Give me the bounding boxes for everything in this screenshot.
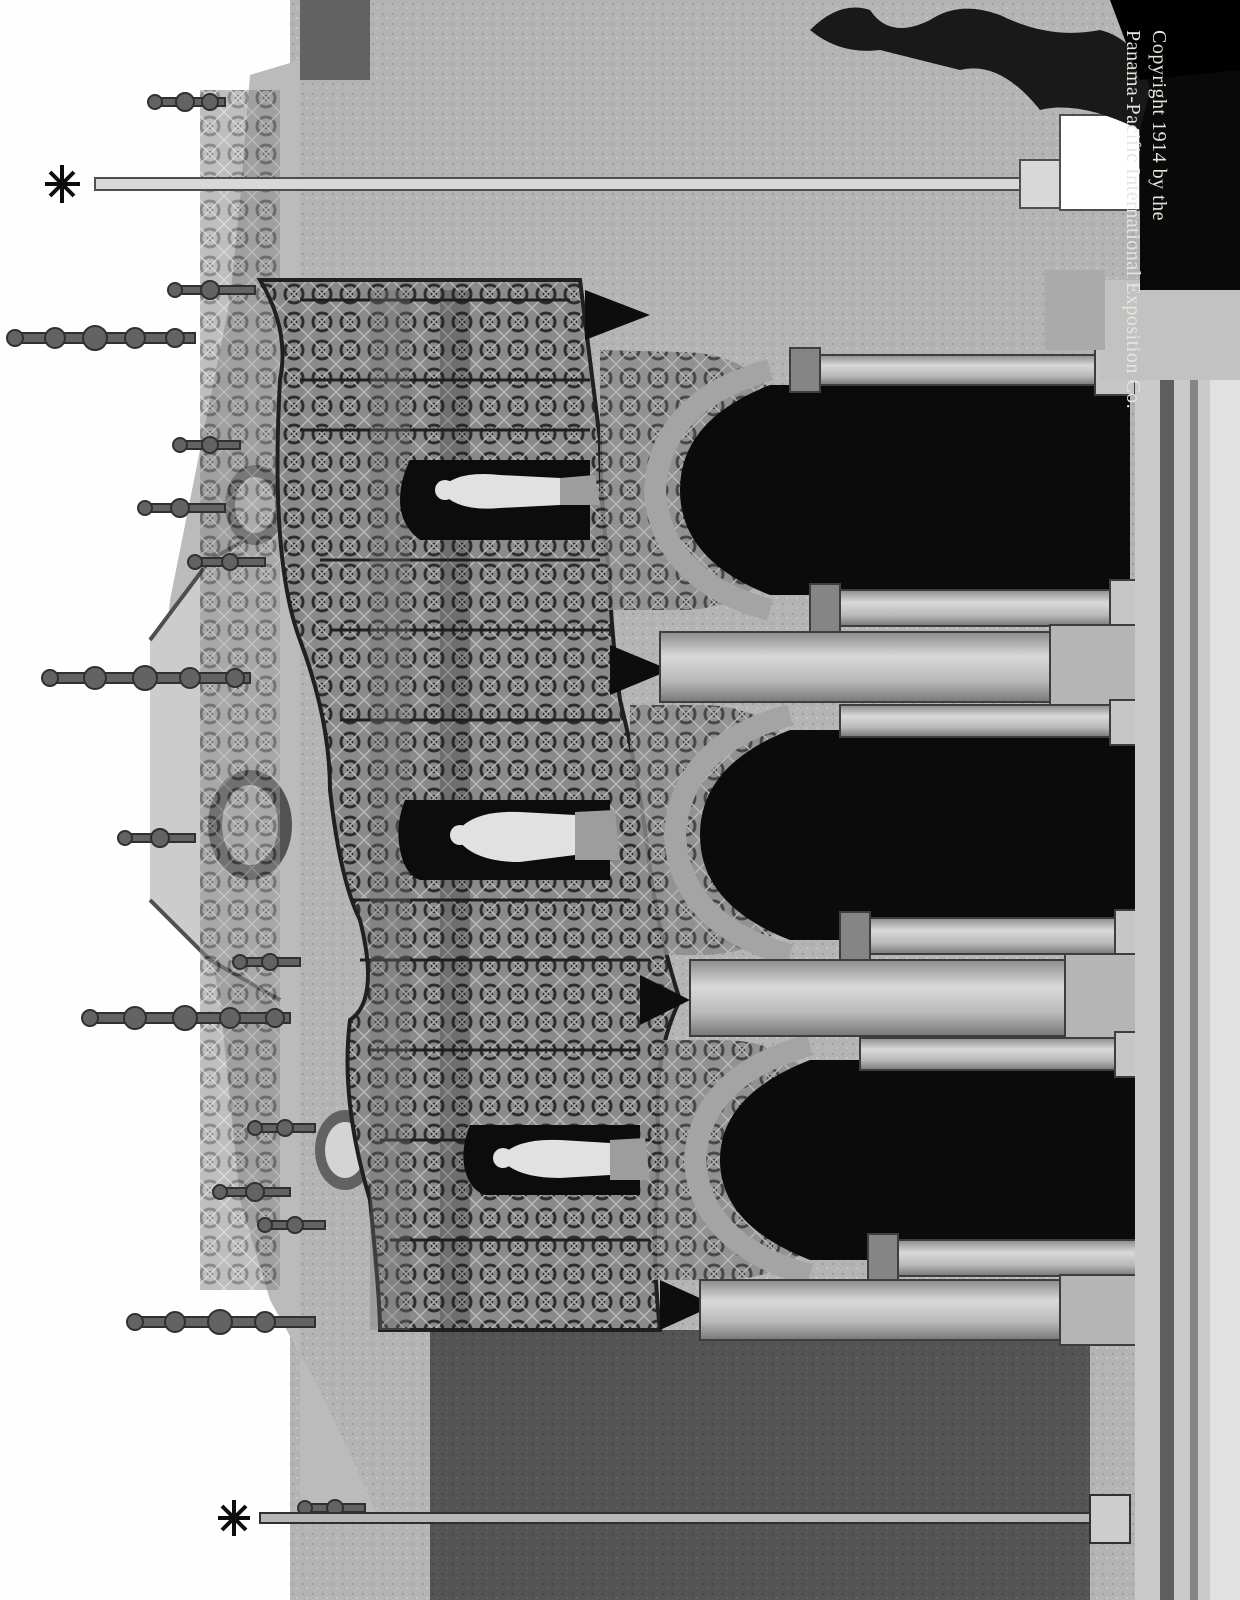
copyright-caption: Copyright 1914 by the Panama-Pacific Int… (1112, 30, 1172, 1570)
colonnade (659, 344, 1156, 1346)
base-steps (1045, 270, 1240, 1600)
foliage-shadow (810, 0, 1240, 290)
statue-niche-bottom (463, 1125, 650, 1195)
copyright-line-2: Panama-Pacific International Exposition … (1122, 30, 1144, 410)
copyright-line-1: Copyright 1914 by the (1148, 30, 1170, 222)
flag-pole-top (45, 114, 1141, 211)
arch-bay-bottom (650, 1034, 1140, 1286)
roof-finials (6, 92, 366, 1517)
statue-niche-top (400, 460, 600, 540)
arch-bay-top (600, 350, 1130, 621)
flag-pole-bottom (218, 1494, 1131, 1544)
pendant-drops (585, 290, 715, 1330)
pilaster (659, 631, 1081, 703)
statue-niche-center (398, 800, 620, 880)
pilaster (689, 959, 1091, 1037)
arch-bay-center (630, 704, 1140, 966)
side-wall-shadow (430, 1330, 1090, 1600)
